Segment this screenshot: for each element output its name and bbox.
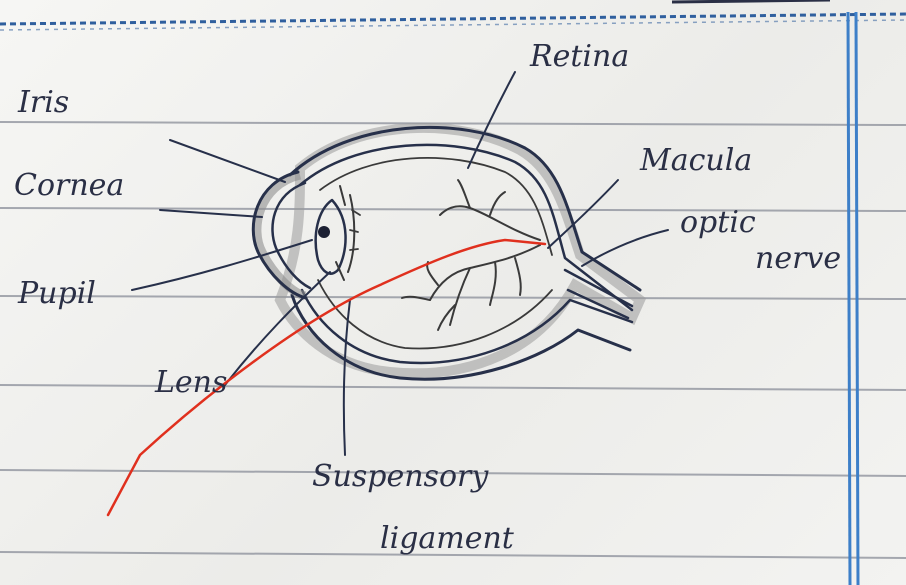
retinal-vessels xyxy=(402,180,540,330)
label-iris: Iris xyxy=(17,85,69,120)
label-pupil: Pupil xyxy=(17,276,96,311)
rule-line xyxy=(0,208,906,211)
label-lens: Lens xyxy=(154,365,227,400)
label-suspensory: Suspensory xyxy=(312,459,489,494)
header-dashed-line xyxy=(0,0,906,30)
leader-suspensory-ligament xyxy=(344,300,350,455)
leader-cornea xyxy=(160,210,262,217)
eyeball xyxy=(280,127,640,379)
label-ligament: ligament xyxy=(380,521,515,556)
label-optic: optic xyxy=(680,205,756,240)
rule-line xyxy=(0,296,906,299)
label-cornea: Cornea xyxy=(14,168,124,203)
sclera-inner-lower xyxy=(302,290,632,363)
rule-line xyxy=(0,385,906,390)
lens-shape xyxy=(316,200,346,274)
pupil-dot xyxy=(318,226,330,238)
leader-lens xyxy=(225,272,330,385)
label-retina: Retina xyxy=(529,39,629,74)
lens-region xyxy=(316,186,360,280)
label-macula: Macula xyxy=(639,143,752,178)
leader-iris xyxy=(170,140,285,182)
rule-line xyxy=(0,122,906,125)
label-nerve: nerve xyxy=(755,241,841,276)
